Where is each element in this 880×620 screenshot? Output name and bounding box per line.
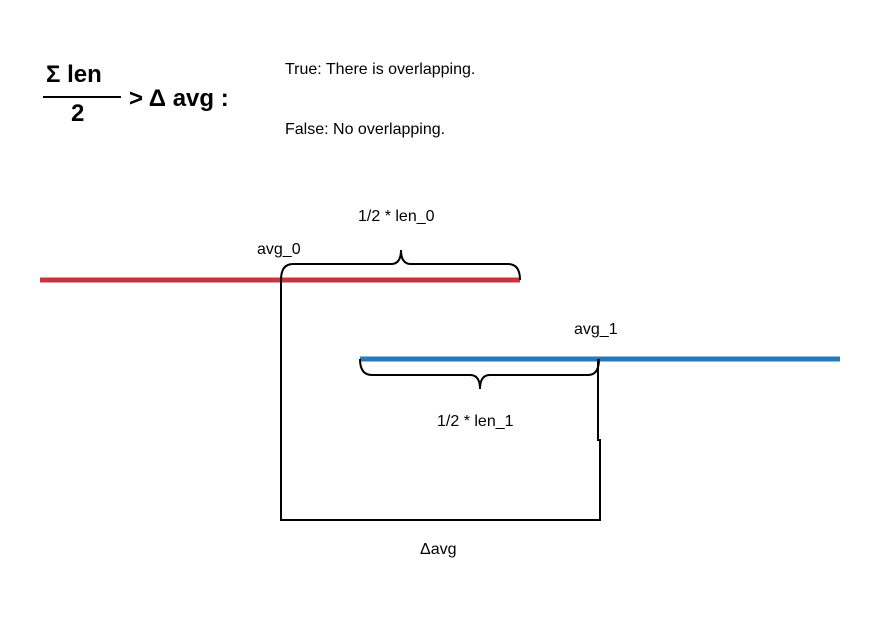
true-condition-text: True: There is overlapping. [285,61,475,78]
half-len-1-label: 1/2 * len_1 [437,413,514,430]
avg-1-label: avg_1 [574,321,618,338]
formula-numerator: Σ len [46,61,102,88]
avg-0-label: avg_0 [257,241,301,258]
formula-comparison: > Δ avg : [129,85,229,112]
half-len-1-brace [359,358,600,390]
formula-denominator: 2 [71,100,84,127]
false-condition-text: False: No overlapping. [285,121,445,138]
half-len-0-brace [280,249,521,281]
half-len-0-label: 1/2 * len_0 [358,208,435,225]
delta-avg-bracket [280,280,601,521]
delta-avg-label: Δavg [420,541,456,558]
